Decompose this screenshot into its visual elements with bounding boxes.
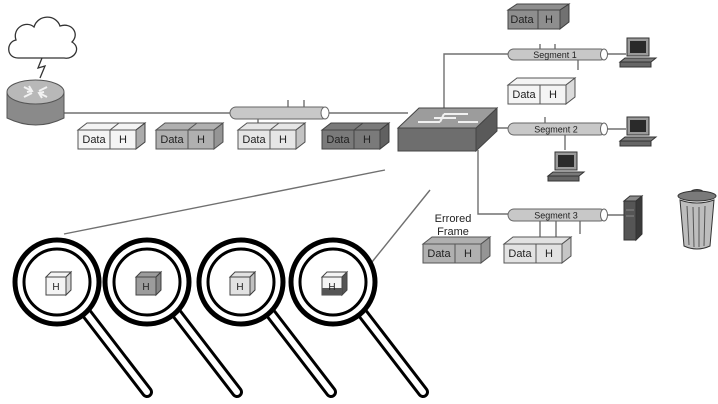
backbone-cable xyxy=(229,106,330,120)
frame-data-label: Data xyxy=(508,248,532,260)
server-icon xyxy=(622,194,644,242)
segment-3-label: Segment 3 xyxy=(534,211,578,221)
frame-header-label: H xyxy=(545,248,553,260)
frame-header-label: H xyxy=(545,14,553,26)
switch-to-segment-3-link xyxy=(477,150,508,215)
frame-data-label: Data xyxy=(82,134,106,146)
segment-2-cable: Segment 2 xyxy=(507,122,608,136)
errored-frame-label-line1: Errored xyxy=(435,213,472,225)
header-cube-label: H xyxy=(236,282,243,293)
segment-3-frame: Data H xyxy=(502,235,573,265)
workstation-icon xyxy=(546,151,586,182)
lightning-bolt-icon xyxy=(36,57,47,79)
frame-data-label: Data xyxy=(512,89,536,101)
segment-1-label: Segment 1 xyxy=(533,50,577,60)
errored-frame-label-line2: Frame xyxy=(437,226,469,238)
data-frame: Data H xyxy=(320,121,391,151)
segment-2-frame: Data H xyxy=(506,76,577,106)
header-cube: H xyxy=(44,270,73,297)
data-frame: Data H xyxy=(154,121,225,151)
frame-header-label: H xyxy=(279,134,287,146)
frame-header-label: H xyxy=(464,248,472,260)
header-cube-label: H xyxy=(328,282,335,293)
magnifying-glass-icon: H xyxy=(102,237,243,398)
workstation-icon xyxy=(618,37,658,68)
segment-1-cable: Segment 1 xyxy=(507,48,608,61)
zoom-line-left xyxy=(63,169,386,235)
switch-to-segment-1-link xyxy=(443,53,508,112)
backbone-frames: Data H Data H Data H xyxy=(76,121,391,151)
magnifying-glass-icon: H xyxy=(288,237,429,398)
frame-data-label: Data xyxy=(427,248,451,260)
router-icon xyxy=(6,79,65,126)
header-cube: H xyxy=(320,270,349,297)
header-cube: H xyxy=(228,270,257,297)
frame-header-label: H xyxy=(549,89,557,101)
frame-data-label: Data xyxy=(326,134,350,146)
network-links xyxy=(63,44,626,263)
frame-header-label: H xyxy=(119,134,127,146)
segment-2-label: Segment 2 xyxy=(534,125,578,135)
magnifier-row: H H H xyxy=(12,237,429,398)
trash-can-icon xyxy=(677,189,717,250)
data-frame: Data H xyxy=(76,121,147,151)
cloud-icon xyxy=(8,16,78,79)
header-cube: H xyxy=(134,270,163,297)
frame-data-label: Data xyxy=(510,14,534,26)
magnifying-glass-icon: H xyxy=(12,237,153,398)
frame-data-label: Data xyxy=(242,134,266,146)
segment-1-frame: Data H xyxy=(506,3,571,31)
segment-3-cable: Segment 3 xyxy=(507,208,608,222)
errored-frame: Errored Frame Data H xyxy=(421,213,492,265)
frame-header-label: H xyxy=(363,134,371,146)
frame-header-label: H xyxy=(197,134,205,146)
header-cube-label: H xyxy=(52,282,59,293)
data-frame: Data H xyxy=(236,121,307,151)
switch-icon xyxy=(396,106,499,153)
header-cube-label: H xyxy=(142,282,149,293)
zoom-line-right xyxy=(371,189,431,263)
magnifying-glass-icon: H xyxy=(196,237,337,398)
frame-data-label: Data xyxy=(160,134,184,146)
workstation-icon xyxy=(618,116,658,147)
